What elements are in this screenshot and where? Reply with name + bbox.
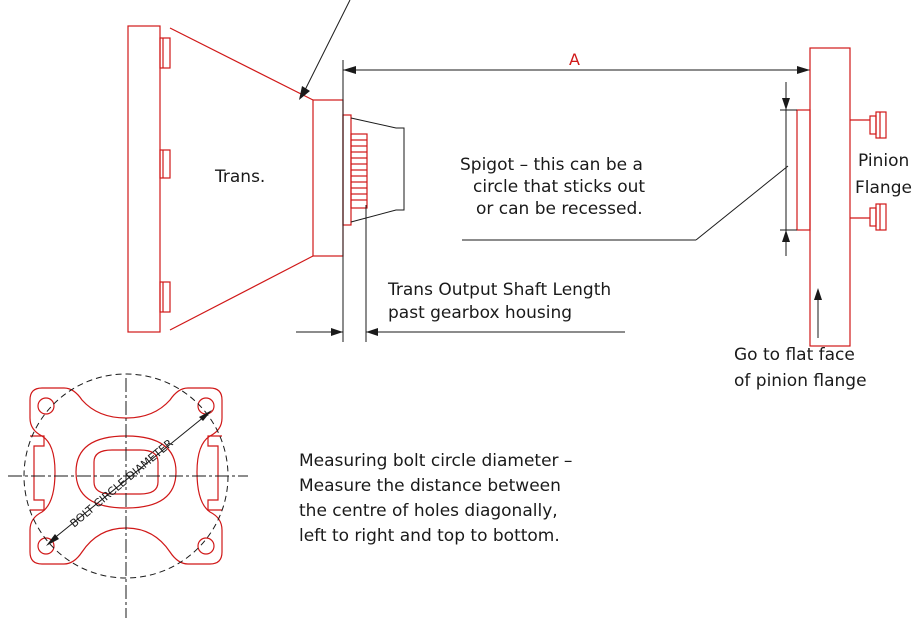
- bolt-hole-top-left: [37, 397, 55, 415]
- spigot-line-1: Spigot – this can be a: [460, 155, 643, 175]
- pinion-label: Pinion: [858, 151, 909, 171]
- flange-outline: [29, 387, 223, 565]
- measuring-line-3: the centre of holes diagonally,: [299, 501, 558, 521]
- spigot-note: Spigot – this can be a circle that stick…: [460, 155, 789, 241]
- flange-left-notch: [30, 435, 45, 511]
- bcd-arrow-top: [199, 410, 212, 421]
- flat-face-note: Go to flat face of pinion flange: [734, 288, 867, 391]
- bcd-arrow-bottom: [46, 534, 59, 546]
- measuring-line-4: left to right and top to bottom.: [299, 526, 560, 546]
- pinion-flange-bolt-upper: [850, 111, 887, 139]
- bolt-hole-bottom-right: [197, 537, 215, 555]
- pinion-flange: Pinion Flange: [780, 47, 912, 347]
- output-shaft-splines: [350, 133, 368, 209]
- output-shaft-line-2: past gearbox housing: [388, 303, 572, 323]
- dimension-a: A: [342, 50, 810, 342]
- transmission-case-bottom-edge: [169, 255, 314, 331]
- measuring-line-2: Measure the distance between: [299, 476, 561, 496]
- spigot-line-2: circle that sticks out: [473, 177, 645, 197]
- flange-label: Flange: [855, 178, 912, 198]
- pinion-flange-bolt-lower: [850, 203, 887, 231]
- output-yoke-outline: [350, 117, 405, 223]
- pinion-flange-face: [809, 47, 851, 347]
- measuring-line-1: Measuring bolt circle diameter –: [299, 451, 572, 471]
- bolt-hole-bottom-left: [37, 537, 55, 555]
- dimension-a-arrow-right: [797, 66, 810, 74]
- spigot-line-3: or can be recessed.: [476, 199, 643, 219]
- flange-front-view: BOLT CIRCLE DIAMETER: [8, 373, 248, 618]
- flange-right-notch: [207, 435, 222, 511]
- bolt-circle-diameter-line: [51, 411, 211, 541]
- transmission-flange-bolts: [159, 37, 171, 313]
- dimension-a-arrow-left: [343, 66, 356, 74]
- output-shaft-line-1: Trans Output Shaft Length: [387, 280, 611, 300]
- transmission-case-top-edge: [169, 27, 314, 101]
- trans-label: Trans.: [214, 167, 265, 187]
- spigot-height-dimension: [782, 82, 790, 256]
- measuring-note: Measuring bolt circle diameter – Measure…: [299, 451, 572, 546]
- flat-face-line-1: Go to flat face: [734, 345, 855, 365]
- pinion-spigot: [796, 109, 811, 231]
- flat-face-line-2: of pinion flange: [734, 371, 867, 391]
- output-shaft-dimension: Trans Output Shaft Length past gearbox h…: [296, 205, 625, 342]
- transmission-mounting-flange: [127, 25, 161, 333]
- gearbox-housing: [312, 99, 344, 257]
- flange-hub-outer: [75, 435, 177, 509]
- transmission: Trans.: [127, 25, 405, 333]
- output-shaft-housing: [342, 114, 352, 226]
- housing-leader-arrow: [299, 0, 351, 100]
- spigot-leader: [695, 165, 789, 241]
- dimension-a-label: A: [569, 50, 580, 69]
- flange-hub-inner: [93, 449, 159, 495]
